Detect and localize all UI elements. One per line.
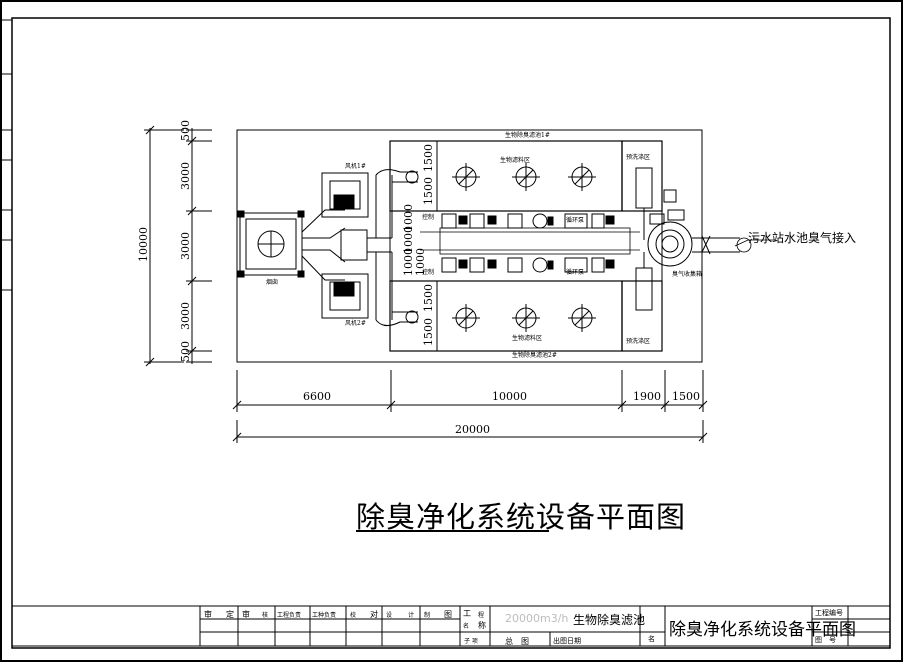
tb-gong: 工 bbox=[463, 609, 471, 618]
tb-role-she: 设 bbox=[386, 612, 393, 619]
label-pump-bottom: 循环泵 bbox=[566, 269, 585, 276]
label-fan-1: 风机1# bbox=[345, 163, 366, 170]
dim-inner-2: 1500 bbox=[422, 177, 435, 205]
label-chimney: 烟囱 bbox=[266, 279, 279, 286]
label-top-bio: 生物滤料区 bbox=[500, 157, 531, 164]
dim-inner-5: 1000 bbox=[402, 248, 415, 276]
dim-total-20000: 20000 bbox=[455, 423, 490, 436]
tb-cheng: 程 bbox=[478, 612, 485, 619]
label-top-pool: 生物除臭滤池1# bbox=[505, 132, 550, 139]
dim-inner-7: 1500 bbox=[422, 284, 435, 312]
tb-role-ding: 定 bbox=[226, 610, 234, 619]
tb-project-no: 工程编号 bbox=[815, 609, 843, 617]
dim-v-3000-a: 3000 bbox=[179, 162, 192, 190]
dim-inner-1: 1500 bbox=[422, 144, 435, 172]
fan-2 bbox=[321, 273, 369, 319]
drawing-frame bbox=[11, 17, 891, 649]
tb-date-label: 出图日期 bbox=[553, 637, 581, 645]
exhaust-ducts bbox=[301, 169, 419, 326]
label-bottom-bio: 生物滤料区 bbox=[512, 335, 543, 342]
tb-role-shen1: 审 bbox=[204, 610, 212, 619]
label-control-bottom: 控制 bbox=[422, 269, 435, 276]
dim-6600: 6600 bbox=[303, 390, 331, 403]
tb-project-capacity: 20000m3/h bbox=[505, 612, 569, 625]
drawing-title: 除臭净化系统设备平面图 bbox=[356, 500, 687, 534]
tb-role-dui: 对 bbox=[370, 610, 378, 619]
dim-10000: 10000 bbox=[492, 390, 527, 403]
tb-role-ji: 计 bbox=[408, 612, 415, 619]
horizontal-dimensions bbox=[232, 370, 708, 443]
tb-role-chief-engineer: 工程负责 bbox=[277, 612, 302, 619]
fan-1 bbox=[321, 172, 369, 218]
dim-v-3000-b: 3000 bbox=[179, 232, 192, 260]
label-top-prewash: 预洗涤区 bbox=[626, 154, 651, 161]
tb-role-zhi: 制 bbox=[424, 612, 431, 619]
top-pre-wash bbox=[621, 140, 663, 212]
tb-drawing-name: 除臭净化系统设备平面图 bbox=[669, 620, 856, 640]
label-pump-top: 循环泵 bbox=[566, 217, 585, 224]
tb-role-tu: 图 bbox=[444, 610, 452, 619]
dim-1500: 1500 bbox=[672, 390, 700, 403]
label-fan-2: 风机2# bbox=[345, 320, 366, 327]
dim-v-500-top: 500 bbox=[179, 120, 192, 141]
chimney-structure bbox=[237, 210, 305, 278]
inlet-note: 污水站水池臭气接入 bbox=[748, 231, 857, 245]
tb-project-name: 生物除臭滤池 bbox=[573, 613, 646, 627]
bottom-filter-units bbox=[452, 304, 596, 332]
site-boundary bbox=[236, 129, 703, 363]
dim-v-3000-c: 3000 bbox=[179, 302, 192, 330]
label-bottom-pool: 生物除臭滤池2# bbox=[512, 352, 557, 359]
tb-drawing-label: 名 bbox=[648, 635, 655, 643]
pump-groups bbox=[441, 213, 615, 273]
inlet-ducts bbox=[635, 167, 752, 311]
tb-ming: 名 bbox=[463, 623, 470, 630]
label-inlet-box: 臭气收集箱 bbox=[672, 271, 703, 278]
tb-stage: 总 图 bbox=[505, 637, 529, 646]
tb-role-jiao: 校 bbox=[350, 612, 357, 619]
tb-role-he: 核 bbox=[262, 612, 269, 619]
dim-v-500-bottom: 500 bbox=[179, 341, 192, 362]
title-block-grid bbox=[12, 605, 890, 646]
dim-1900: 1900 bbox=[633, 390, 661, 403]
tb-role-discipline-lead: 工种负责 bbox=[312, 612, 337, 619]
tb-role-shen2: 审 bbox=[242, 610, 250, 619]
top-filter-units bbox=[452, 163, 596, 191]
tb-cheng2: 称 bbox=[478, 621, 486, 630]
title-underline bbox=[356, 530, 549, 532]
vertical-dimensions bbox=[144, 125, 212, 367]
label-control-top: 控制 bbox=[422, 214, 435, 221]
tb-sub-item: 子 项 bbox=[464, 638, 478, 645]
dim-inner-8: 1500 bbox=[422, 318, 435, 346]
label-bottom-prewash: 预洗涤区 bbox=[626, 338, 651, 345]
tb-drawing-no: 图 号 bbox=[815, 636, 836, 644]
dim-vertical-total: 10000 bbox=[137, 227, 150, 262]
